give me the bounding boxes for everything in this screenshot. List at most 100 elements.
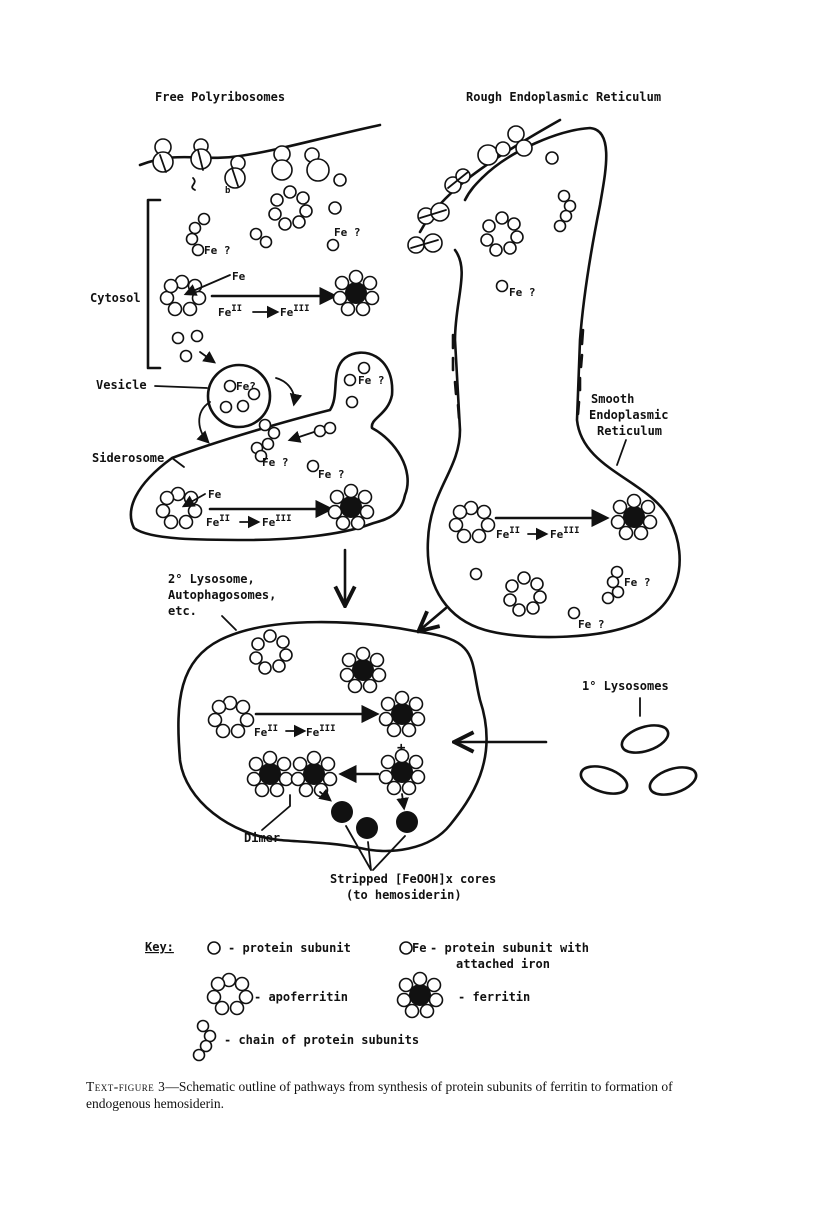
vesicle [206,363,272,429]
key-apoferritin: - apoferritin [254,990,348,1004]
fe-q-ser-2: Fe ? [578,618,605,631]
apoferritin-ser-2 [503,571,547,617]
lysosome2-label-3: etc. [168,604,197,618]
rer-chain [553,189,577,233]
nascent-chain [191,177,196,191]
smooth-er-label-2: Endoplasmic [589,408,668,422]
fe-q-ser-1: Fe ? [624,576,651,589]
key-apoferritin-icon [206,972,254,1016]
fe-ii-lys: FeII [254,724,278,739]
lysosome1-label: 1° Lysosomes [582,679,669,693]
vesicle-fusion-arrow [275,377,303,407]
vesicle-pointer [154,385,208,389]
key-fe: Fe [412,941,426,955]
to-vesicle-arrow [199,351,217,364]
chain-with-iron [185,212,211,257]
fe-q-siderosome-top: Fe ? [358,374,385,387]
ferritin-siderosome [327,483,375,531]
apoferritin-cytosol [159,274,207,317]
apoferritin-siderosome [155,486,203,530]
protein-subunit [328,201,342,215]
dimer-label: Dimer [244,831,280,845]
key-chain: - chain of protein subunits [224,1033,419,1047]
lysosome2-label-2: Autophagosomes, [168,588,276,602]
siderosome [129,351,409,542]
vesicle-label: Vesicle [96,378,147,392]
subunit-pair [249,227,273,249]
ferritin-lys-top [339,646,387,694]
key-ferritin: - ferritin [458,990,530,1004]
siderosome-pair [313,421,337,438]
fe-label-siderosome: Fe [208,488,222,501]
fe-iii-siderosome: FeIII [262,514,292,529]
apoferritin-rer [480,211,524,257]
ser-pointer [616,439,627,466]
legend: Key: - protein subunit Fe - protein subu… [145,940,589,1062]
fe-ii-siderosome: FeII [206,514,230,529]
apoferritin-lys [207,695,255,739]
stripped-label-1: Stripped [FeOOH]x cores [330,872,496,886]
figure-caption: Text-figure 3—Schematic outline of pathw… [86,1078,726,1112]
primary-lysosomes [579,724,698,796]
cytosol-bracket [146,198,162,370]
fe-ii-ser: FeII [496,526,520,541]
free-ribosomes [152,138,347,189]
siderosome-label: Siderosome [92,451,164,465]
key-subunit-fe-1: - protein subunit with [430,941,589,955]
lysosome2-label-1: 2° Lysosome, [168,572,255,586]
ser-to-lysosome-arrow [420,606,448,630]
stripped-label-2: (to hemosiderin) [346,888,462,902]
caption-text: —Schematic outline of pathways from synt… [86,1079,673,1111]
key-subunit-icon [207,941,221,955]
plus-label: + [397,740,405,756]
vesicle-subunits [219,387,261,414]
endoplasmic-reticulum [426,126,681,639]
stripped-cores [331,801,418,839]
rough-er-label: Rough Endoplasmic Reticulum [466,90,661,104]
key-chain-icon [192,1019,217,1062]
secondary-lysosome [177,620,488,853]
small-b-label: b [225,186,231,196]
lysosome2-pointer [221,615,237,631]
subunit-with-iron [326,238,340,252]
smooth-er-label-1: Smooth [591,392,634,406]
vesicle-to-siderosome-arrow [196,401,211,444]
dimer-pointer [261,794,291,831]
fe-q-siderosome-2: Fe ? [318,468,345,481]
key-protein-subunit: - protein subunit [228,941,351,955]
fe-q-rer: Fe ? [509,286,536,299]
cytosol-label: Cytosol [90,291,141,305]
key-title: Key: [145,940,174,954]
cores-pointer [345,825,406,871]
fe-q-siderosome-1: Fe ? [262,456,289,469]
fe-ii-label: FeII [218,304,242,319]
ferritin-ser [610,493,658,541]
caption-lead: Text-figure 3 [86,1079,166,1094]
siderosome-chain [250,418,281,463]
free-polyribosomes-label: Free Polyribosomes [155,90,285,104]
apoferritin-ser [448,500,496,544]
apoferritin-cytosol-top [268,185,313,231]
key-ferritin-icon [396,971,444,1019]
smooth-er-label-3: Reticulum [597,424,662,438]
siderosome-pointer [171,457,185,468]
ser-chain [601,565,625,605]
dimer [246,750,338,798]
iron-entry-arrow [183,274,231,296]
rer-ribosomes [407,125,559,254]
fe-iii-lys: FeIII [306,724,336,739]
ferritin-lys-mid [378,690,426,738]
key-subunit-fe-icon [399,941,413,955]
key-subunit-fe-2: attached iron [456,957,550,971]
apoferritin-lys-top [249,629,293,675]
mrna-strand-free [138,123,382,167]
ferritin-lys-lower [378,748,426,796]
er-dash-lines [451,328,585,420]
fe-iii-label: FeIII [280,304,310,319]
fe-question-label-2: Fe ? [334,226,361,239]
ferritin-cytosol [332,269,380,317]
loose-subunits [171,329,204,363]
fe-iii-ser: FeIII [550,526,580,541]
fe-label: Fe [232,270,246,283]
